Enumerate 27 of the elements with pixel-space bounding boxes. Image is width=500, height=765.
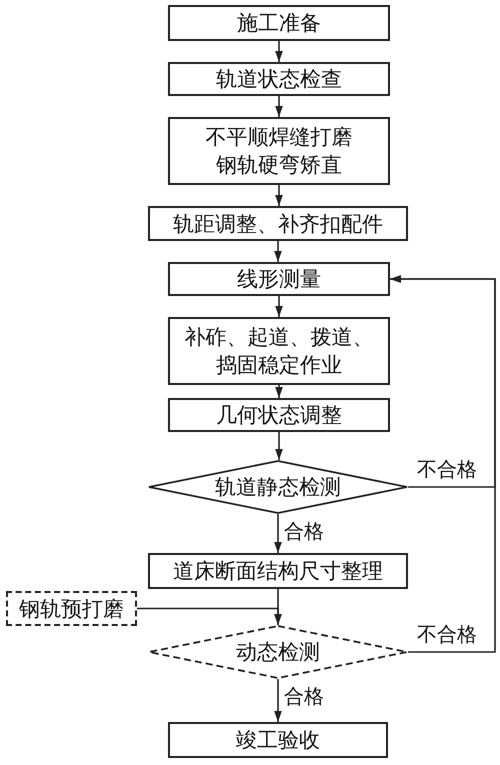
arrow (274, 679, 282, 722)
process-box: 道床断面结构尺寸整理 (148, 553, 408, 589)
process-box: 轨距调整、补齐扣配件 (148, 206, 408, 241)
arrow (275, 385, 283, 398)
process-box: 补砟、起道、拨道、捣固稳定作业 (168, 317, 390, 385)
process-box: 几何状态调整 (168, 398, 390, 432)
arrow (137, 608, 282, 625)
arrow (275, 296, 283, 317)
arrow (274, 514, 282, 553)
arrow (275, 185, 283, 206)
edge-label: 合格 (283, 686, 325, 708)
arrow (275, 432, 283, 460)
edge-label: 合格 (283, 521, 325, 543)
edge-label: 不合格 (416, 624, 478, 646)
process-box: 不平顺焊缝打磨钢轨硬弯矫直 (168, 117, 390, 185)
process-box: 竣工验收 (168, 722, 388, 758)
process-box: 施工准备 (168, 5, 390, 41)
arrow (275, 96, 283, 117)
process-box: 钢轨预打磨 (6, 591, 137, 626)
arrow (390, 275, 496, 653)
decision-diamond: 轨道静态检测 (148, 460, 408, 514)
process-box: 线形测量 (168, 262, 390, 296)
arrow (275, 41, 283, 62)
arrow (274, 241, 282, 262)
decision-diamond: 动态检测 (148, 625, 408, 679)
process-box: 轨道状态检查 (168, 62, 390, 96)
edge-label: 不合格 (416, 459, 478, 481)
